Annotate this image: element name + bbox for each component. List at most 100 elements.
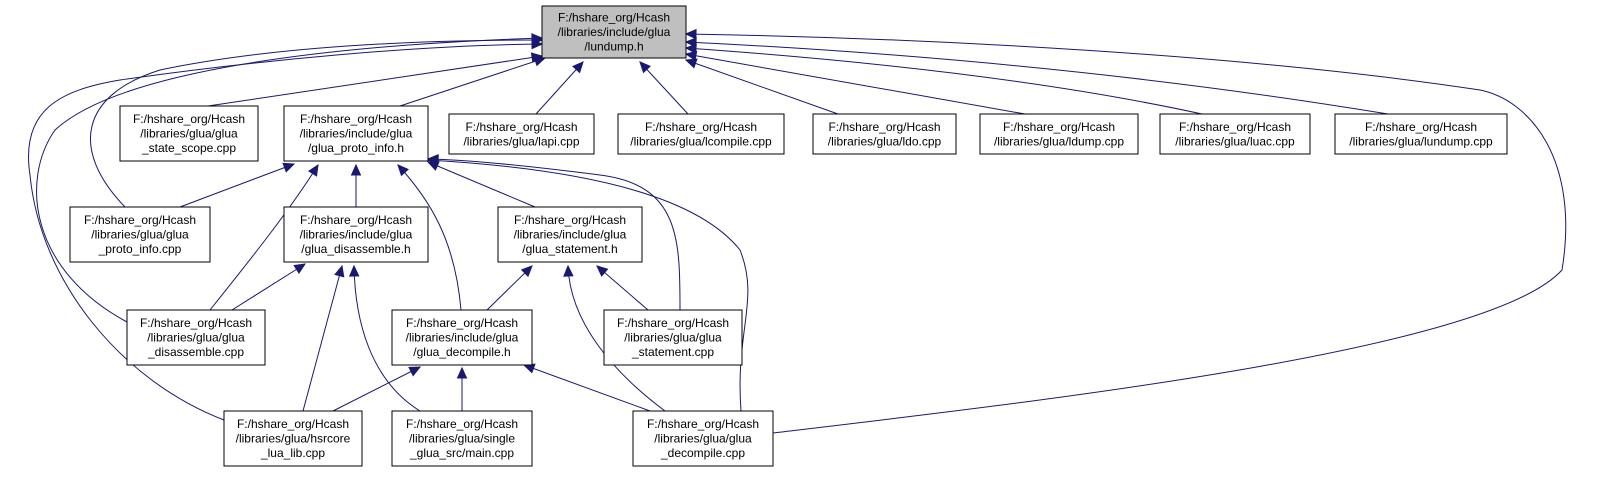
node-n4[interactable]: F:/hshare_org/Hcash/libraries/glua/lcomp…	[617, 113, 785, 155]
node-n0[interactable]: F:/hshare_org/Hcash/libraries/include/gl…	[541, 5, 687, 59]
node-n2[interactable]: F:/hshare_org/Hcash/libraries/include/gl…	[283, 105, 429, 162]
edge-line	[399, 57, 546, 107]
node-label-line: /libraries/glua/lcompile.cpp	[630, 134, 772, 148]
node-label-line: /libraries/include/glua	[514, 228, 627, 242]
node-box[interactable]	[603, 309, 743, 366]
arrowhead	[684, 58, 698, 69]
node-label-line: _decompile.cpp	[660, 446, 745, 460]
edge-line	[179, 163, 295, 208]
node-label-line: /glua_statement.h	[522, 242, 617, 256]
node-n17[interactable]: F:/hshare_org/Hcash/libraries/glua/glua_…	[632, 410, 774, 467]
edge-n16-to-n13	[456, 366, 468, 411]
node-box[interactable]	[283, 105, 429, 162]
node-n6[interactable]: F:/hshare_org/Hcash/libraries/glua/ldump…	[979, 113, 1139, 155]
edge-line	[427, 159, 749, 412]
node-box[interactable]	[126, 309, 266, 366]
node-label-line: /libraries/glua/lundump.cpp	[1349, 134, 1493, 148]
edge-line	[685, 33, 1567, 434]
edge-line	[332, 366, 421, 412]
node-label-line: F:/hshare_org/Hcash	[406, 316, 518, 330]
edge-n12-to-n10	[231, 263, 307, 311]
node-n7[interactable]: F:/hshare_org/Hcash/libraries/glua/luac.…	[1159, 113, 1311, 155]
node-box[interactable]	[69, 206, 211, 263]
node-box[interactable]	[1159, 113, 1311, 155]
node-n12[interactable]: F:/hshare_org/Hcash/libraries/glua/glua_…	[126, 309, 266, 366]
node-box[interactable]	[391, 410, 533, 467]
node-n14[interactable]: F:/hshare_org/Hcash/libraries/glua/glua_…	[603, 309, 743, 366]
node-label-line: /libraries/glua/single	[409, 432, 515, 446]
edge-n4-to-n0	[639, 61, 689, 115]
edge-n10-to-n2	[350, 163, 362, 207]
node-label-line: /libraries/include/glua	[300, 127, 413, 141]
node-label-line: /libraries/glua/hsrcore	[236, 432, 351, 446]
edge-line	[28, 43, 543, 421]
edge-line	[209, 164, 319, 311]
edge-n15-to-n13	[332, 366, 422, 412]
node-box[interactable]	[1334, 113, 1508, 155]
node-label-line: F:/hshare_org/Hcash	[465, 120, 577, 134]
node-n11[interactable]: F:/hshare_org/Hcash/libraries/include/gl…	[497, 206, 643, 263]
node-n8[interactable]: F:/hshare_org/Hcash/libraries/glua/lundu…	[1334, 113, 1508, 155]
node-box[interactable]	[391, 309, 533, 366]
edge-n1-to-n0	[207, 52, 544, 107]
edge-line	[427, 161, 536, 208]
node-label-line: /glua_proto_info.h	[308, 141, 404, 155]
node-label-line: _disassemble.cpp	[147, 345, 244, 359]
node-box[interactable]	[632, 410, 774, 467]
arrowhead	[563, 264, 574, 277]
edge-line	[567, 265, 666, 412]
node-n15[interactable]: F:/hshare_org/Hcash/libraries/glua/hsrco…	[223, 410, 363, 467]
edge-line	[535, 61, 584, 115]
edge-n12-to-n2	[209, 163, 319, 311]
arrowhead	[572, 61, 584, 74]
node-label-line: /libraries/glua/glua	[91, 228, 189, 242]
node-label-line: F:/hshare_org/Hcash	[558, 11, 670, 25]
edge-line	[685, 47, 1203, 115]
node-label-line: F:/hshare_org/Hcash	[140, 316, 252, 330]
arrowhead	[350, 163, 362, 176]
node-n10[interactable]: F:/hshare_org/Hcash/libraries/include/gl…	[283, 206, 429, 263]
edge-line	[90, 39, 543, 208]
node-label-line: F:/hshare_org/Hcash	[1365, 120, 1477, 134]
node-label-line: /libraries/glua/glua	[147, 331, 245, 345]
nodes-layer: F:/hshare_org/Hcash/libraries/include/gl…	[69, 5, 1508, 467]
node-label-line: F:/hshare_org/Hcash	[300, 213, 412, 227]
node-box[interactable]	[812, 113, 957, 155]
node-box[interactable]	[541, 5, 687, 59]
arrowhead	[639, 61, 651, 74]
arrowhead	[531, 38, 544, 50]
edge-n17-to-n0	[684, 28, 1567, 434]
node-n1[interactable]: F:/hshare_org/Hcash/libraries/glua/glua_…	[119, 105, 259, 162]
node-box[interactable]	[617, 113, 785, 155]
node-label-line: F:/hshare_org/Hcash	[1003, 120, 1115, 134]
node-label-line: F:/hshare_org/Hcash	[828, 120, 940, 134]
node-n13[interactable]: F:/hshare_org/Hcash/libraries/include/gl…	[391, 309, 533, 366]
arrowhead	[293, 263, 307, 275]
node-n3[interactable]: F:/hshare_org/Hcash/libraries/glua/lapi.…	[448, 113, 595, 155]
node-label-line: _state_scope.cpp	[141, 141, 236, 155]
node-n5[interactable]: F:/hshare_org/Hcash/libraries/glua/ldo.c…	[812, 113, 957, 155]
node-label-line: /libraries/include/glua	[558, 25, 671, 39]
edge-n17-to-n11	[563, 264, 666, 412]
node-n16[interactable]: F:/hshare_org/Hcash/libraries/glua/singl…	[391, 410, 533, 467]
arrowhead	[456, 366, 468, 379]
node-box[interactable]	[119, 105, 259, 162]
node-label-line: /libraries/glua/ldump.cpp	[994, 134, 1124, 148]
node-box[interactable]	[497, 206, 643, 263]
node-n9[interactable]: F:/hshare_org/Hcash/libraries/glua/glua_…	[69, 206, 211, 263]
edge-n13-to-n2	[397, 164, 462, 311]
node-box[interactable]	[283, 206, 429, 263]
node-box[interactable]	[979, 113, 1139, 155]
node-box[interactable]	[448, 113, 595, 155]
node-label-line: _proto_info.cpp	[98, 242, 182, 256]
node-label-line: _statement.cpp	[631, 345, 714, 359]
node-box[interactable]	[223, 410, 363, 467]
arrowhead	[596, 265, 609, 277]
node-label-line: F:/hshare_org/Hcash	[514, 213, 626, 227]
node-label-line: /libraries/include/glua	[406, 331, 519, 345]
edge-line	[36, 37, 543, 323]
edge-n15-to-n10	[302, 264, 345, 412]
node-label-line: /lundump.h	[584, 40, 643, 54]
node-label-line: F:/hshare_org/Hcash	[617, 316, 729, 330]
